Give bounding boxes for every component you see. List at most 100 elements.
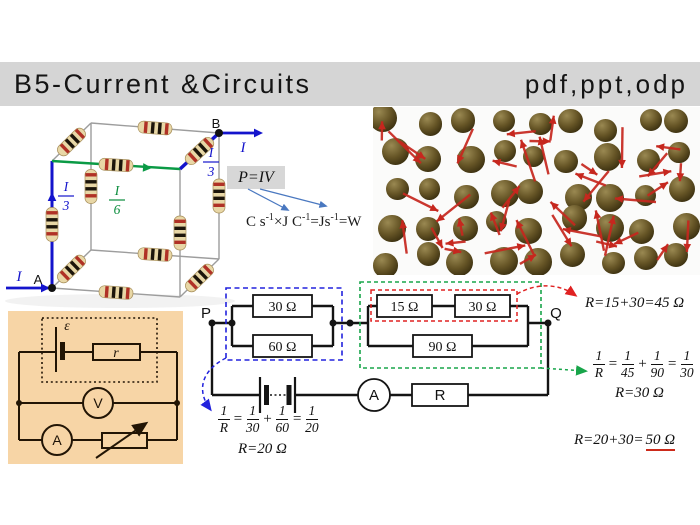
motion-arrow [519, 253, 537, 265]
electron-sphere [664, 242, 689, 267]
motion-arrow [492, 158, 517, 168]
blue-pointer-arrow [200, 357, 227, 412]
resistor-30a-label: 30 Ω [269, 300, 297, 315]
svg-text:I: I [63, 179, 70, 194]
motion-arrow [593, 210, 606, 251]
motion-arrow [506, 129, 536, 138]
electron-sphere [640, 108, 663, 131]
arrow-head [457, 154, 465, 164]
arrow-head [656, 143, 665, 152]
motion-arrow [646, 181, 669, 197]
svg-text:3: 3 [207, 164, 215, 179]
resistor-3d [84, 169, 98, 204]
node-q-label: Q [550, 305, 562, 322]
emf-wires [18, 327, 178, 459]
voltmeter-label: V [93, 395, 103, 411]
motion-arrow [683, 220, 692, 252]
svg-text:3: 3 [62, 198, 70, 213]
motion-arrow [402, 192, 439, 213]
electron-sphere [416, 241, 441, 266]
electron-sphere [663, 108, 689, 134]
motion-arrow [548, 115, 557, 141]
arrow-head [47, 192, 57, 201]
green-pointer-arrow [540, 365, 588, 376]
voltmeter-circle [82, 387, 114, 419]
motion-arrow [399, 220, 408, 254]
electron-sphere [418, 178, 441, 200]
slide-title: B5-Current &Circuits [14, 68, 312, 99]
arrow-head [548, 115, 557, 125]
current-in-label: I [16, 269, 23, 285]
motion-arrow [435, 193, 471, 223]
electron-sphere [529, 113, 552, 136]
motion-arrow [515, 219, 536, 257]
arrow-head [537, 136, 546, 146]
junction-dot [16, 400, 22, 406]
resistor-30a-box [252, 294, 313, 318]
power-formula-text: P=IV [238, 168, 274, 186]
resistor-60-box [252, 334, 313, 358]
emf-label: ε [64, 319, 70, 334]
arrow-head [593, 210, 602, 219]
resistor-60-label: 60 Ω [269, 340, 297, 355]
variable-resistor-arrow [95, 421, 149, 459]
resistor-3d [212, 178, 226, 214]
svg-text:6: 6 [114, 202, 121, 217]
junction-dot [174, 400, 180, 406]
resistor-90-label: 90 Ω [429, 340, 457, 355]
motion-arrow [595, 240, 618, 249]
arrow-head [683, 243, 692, 252]
motion-arrow [562, 226, 603, 238]
power-formula-box: P=IV [227, 166, 285, 189]
motion-arrow [387, 130, 422, 165]
node-b-dot [215, 129, 223, 137]
electron-sphere [453, 215, 479, 241]
node-a-dot [48, 284, 56, 292]
arrow-head [659, 182, 669, 190]
current-out-label: I [240, 140, 247, 156]
junction-dots [208, 319, 552, 327]
arrow-head [575, 172, 585, 181]
electron-sphere [450, 107, 476, 133]
electron-sphere [602, 252, 625, 275]
arrow-head [436, 213, 446, 222]
arrow-head [562, 226, 572, 235]
motion-arrow [549, 201, 576, 227]
load-resistor-box [411, 383, 469, 407]
emf-circuit-panel: ε r V A [8, 311, 183, 464]
arrow-head [550, 201, 559, 211]
current-third-right-label: I 3 [203, 145, 219, 179]
file-formats: pdf,ppt,odp [524, 68, 688, 99]
motion-arrow [656, 143, 681, 152]
electron-sphere [558, 108, 583, 134]
electron-sphere [633, 245, 659, 271]
ammeter-circle [357, 378, 391, 412]
arrow-head [445, 238, 454, 247]
motion-arrow [574, 172, 607, 187]
motion-arrow [489, 211, 501, 236]
load-resistor-label: R [435, 387, 446, 404]
resistor-3d [173, 215, 187, 251]
current-third-left-label: I 3 [58, 179, 74, 213]
electron-sphere [594, 119, 617, 142]
resistor-90-box [412, 334, 473, 358]
resistor-30b-label: 30 Ω [469, 300, 497, 315]
electron-sphere [515, 217, 542, 245]
arrow-head [516, 243, 526, 251]
arrow-head [516, 220, 524, 229]
arrow-head [608, 215, 616, 225]
electron-sphere [517, 178, 543, 205]
motion-arrow [639, 168, 672, 178]
internal-resistor-box [92, 343, 141, 361]
electron-motion-image [373, 107, 700, 275]
battery-dotted-box [41, 317, 158, 383]
junction-dot [228, 319, 236, 327]
velocity-arrows [378, 115, 692, 265]
arrow-head [412, 154, 421, 164]
arrow-head [416, 151, 426, 159]
unit-derivation: C s-1×J C-1=Js-1=W [246, 212, 362, 230]
arrow-head [527, 254, 537, 262]
arrow-head [490, 212, 498, 222]
arrow-head [452, 246, 462, 255]
